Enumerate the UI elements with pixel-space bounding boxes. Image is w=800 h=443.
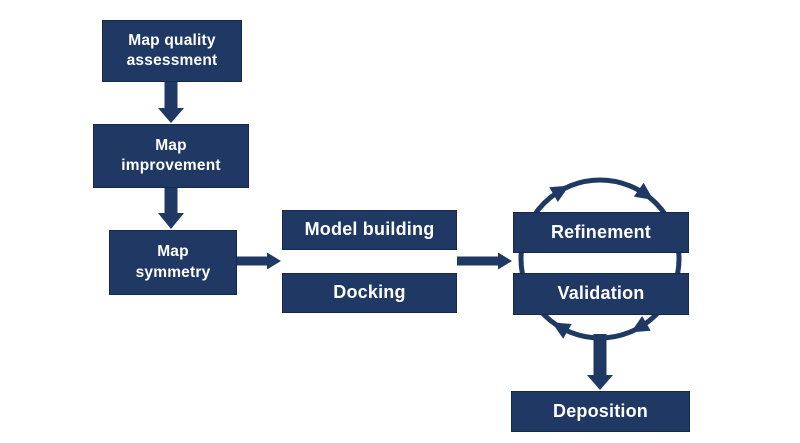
node-map-symmetry: Map symmetry — [109, 230, 237, 295]
node-validation: Validation — [513, 273, 689, 315]
node-model-building: Model building — [282, 210, 457, 250]
node-map-quality-assessment: Map quality assessment — [102, 20, 242, 82]
node-refinement: Refinement — [513, 212, 689, 253]
cycle-arrowhead-bottom-right-icon — [630, 316, 651, 333]
arrow-down-quality-to-improvement-icon — [158, 81, 184, 123]
node-docking: Docking — [282, 273, 457, 313]
arrow-right-building-to-refinement-icon — [457, 252, 512, 270]
arrow-down-cycle-to-deposition-icon — [587, 334, 613, 390]
arrow-right-symmetry-to-building-icon — [236, 252, 281, 270]
node-map-improvement: Map improvement — [93, 124, 249, 188]
node-deposition: Deposition — [511, 391, 690, 432]
cycle-arrowhead-bottom-left-icon — [551, 322, 572, 339]
cycle-arrowhead-top-left-icon — [549, 185, 570, 202]
cycle-arrowhead-top-right-icon — [633, 182, 654, 201]
arrow-down-improvement-to-symmetry-icon — [158, 187, 184, 229]
